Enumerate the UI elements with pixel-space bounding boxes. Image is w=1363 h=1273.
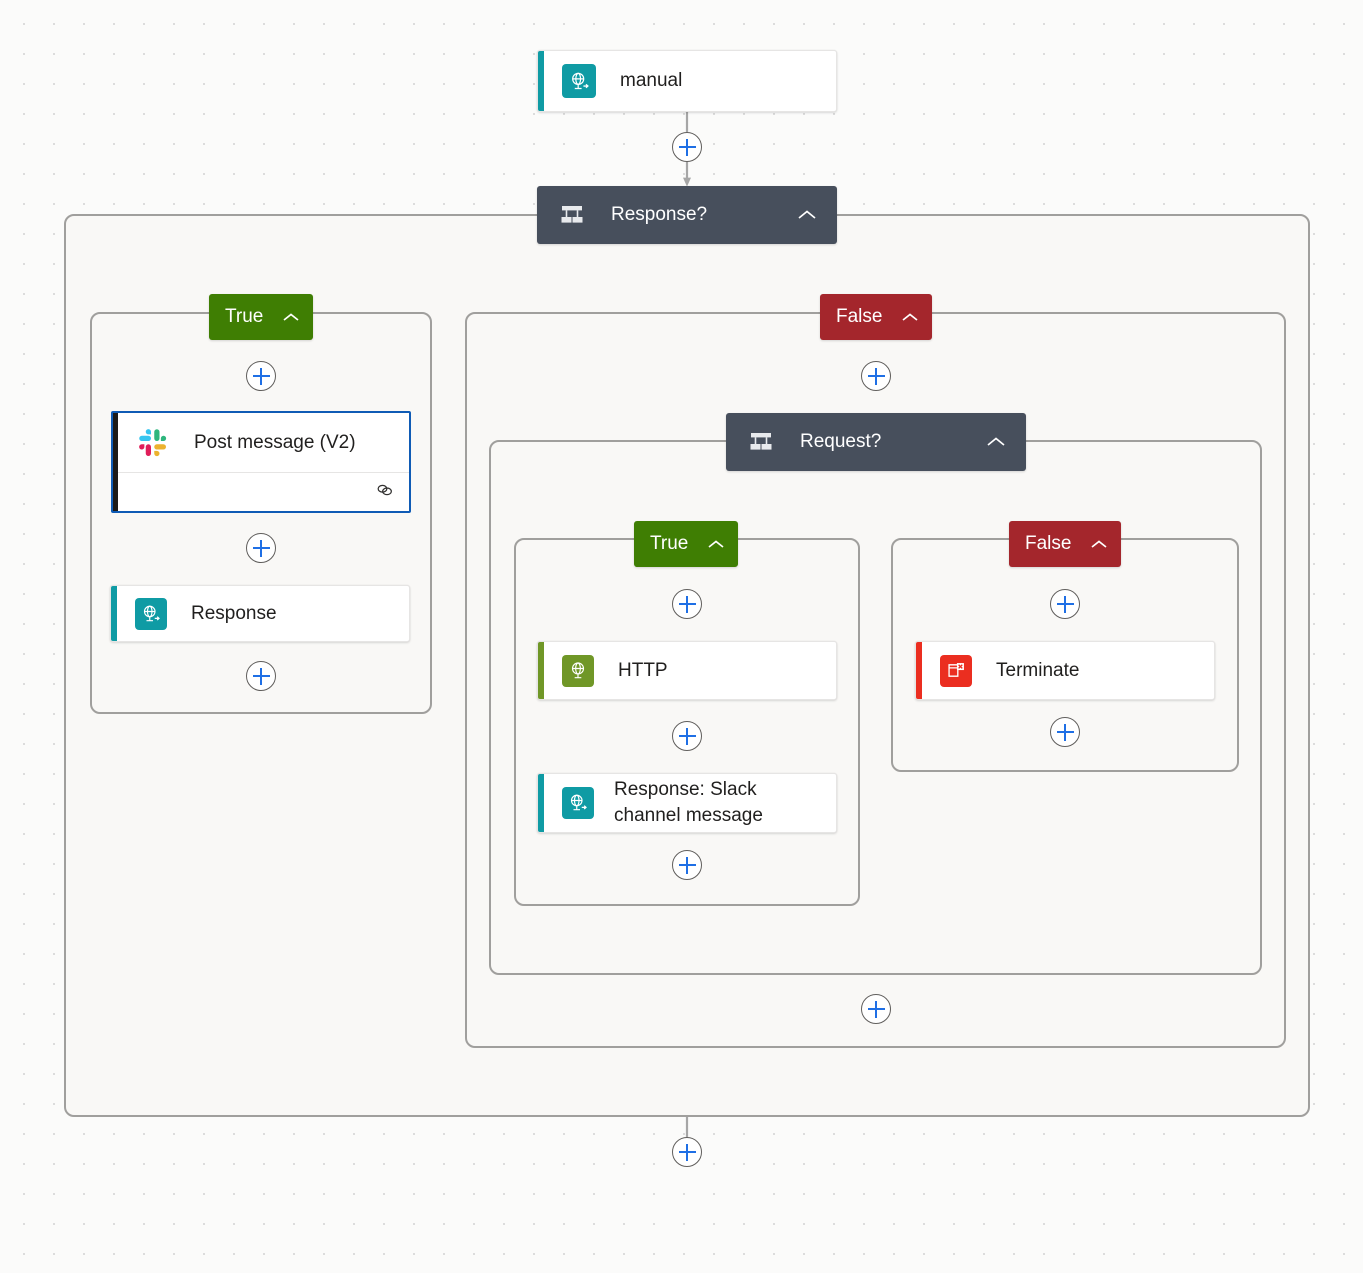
chevron-up-icon[interactable] <box>797 209 817 221</box>
add-step-button-false-inner-top[interactable] <box>1050 589 1080 619</box>
branch-label: False <box>836 306 883 327</box>
node-http[interactable]: HTTP <box>537 641 837 700</box>
node-label: Response? <box>611 204 708 225</box>
node-slack-post-message[interactable]: Post message (V2) <box>111 411 411 513</box>
node-condition-request[interactable]: Request? <box>726 413 1026 471</box>
node-accent-bar <box>111 586 117 641</box>
add-step-button-after-request-scope[interactable] <box>861 994 891 1024</box>
node-manual-trigger[interactable]: manual <box>537 50 837 112</box>
node-accent-bar <box>538 774 544 832</box>
terminate-icon <box>940 654 972 687</box>
branch-false-inner[interactable]: False <box>1009 521 1121 567</box>
node-label: Post message (V2) <box>194 431 356 453</box>
node-label: Request? <box>800 431 882 452</box>
node-label: manual <box>620 70 683 92</box>
node-label: Response: Slack channel message <box>614 779 763 826</box>
add-step-button-true-inner-top[interactable] <box>672 589 702 619</box>
node-response[interactable]: Response <box>110 585 410 642</box>
branch-label: True <box>650 533 689 554</box>
node-accent-bar <box>113 413 118 511</box>
chevron-up-icon[interactable] <box>986 436 1006 448</box>
node-accent-bar <box>538 642 544 699</box>
chevron-up-icon[interactable] <box>1090 539 1108 550</box>
node-response-slack-channel-message[interactable]: Response: Slack channel message <box>537 773 837 833</box>
node-terminate[interactable]: Terminate <box>915 641 1215 700</box>
http-globe-icon <box>562 654 594 687</box>
add-step-button-true-outer-top[interactable] <box>246 361 276 391</box>
request-globe-icon <box>135 597 167 630</box>
node-label: Response <box>191 602 277 624</box>
add-step-button-after-response[interactable] <box>246 661 276 691</box>
node-condition-response[interactable]: Response? <box>537 186 837 244</box>
add-step-button-after-manual[interactable] <box>672 132 702 162</box>
add-step-button-false-outer-top[interactable] <box>861 361 891 391</box>
node-accent-bar <box>916 642 922 699</box>
node-accent-bar <box>538 51 544 111</box>
branch-true-outer[interactable]: True <box>209 294 313 340</box>
condition-branch-icon <box>748 431 774 453</box>
add-step-button-after-response-slack[interactable] <box>672 850 702 880</box>
add-step-button-after-terminate[interactable] <box>1050 717 1080 747</box>
chevron-up-icon[interactable] <box>282 312 300 323</box>
branch-false-outer[interactable]: False <box>820 294 932 340</box>
condition-branch-icon <box>559 204 585 226</box>
branch-label: False <box>1025 533 1072 554</box>
add-step-button-after-http[interactable] <box>672 721 702 751</box>
slack-icon <box>136 426 170 460</box>
node-footer <box>113 472 409 511</box>
link-icon[interactable] <box>375 482 395 503</box>
add-step-button-after-response-scope[interactable] <box>672 1137 702 1167</box>
add-step-button-after-slack-post[interactable] <box>246 533 276 563</box>
chevron-up-icon[interactable] <box>901 312 919 323</box>
request-globe-icon <box>562 787 594 819</box>
chevron-up-icon[interactable] <box>707 539 725 550</box>
request-globe-icon <box>562 64 596 98</box>
branch-true-inner[interactable]: True <box>634 521 738 567</box>
node-label: HTTP <box>618 659 668 681</box>
node-label: Terminate <box>996 659 1080 681</box>
branch-label: True <box>225 306 264 327</box>
